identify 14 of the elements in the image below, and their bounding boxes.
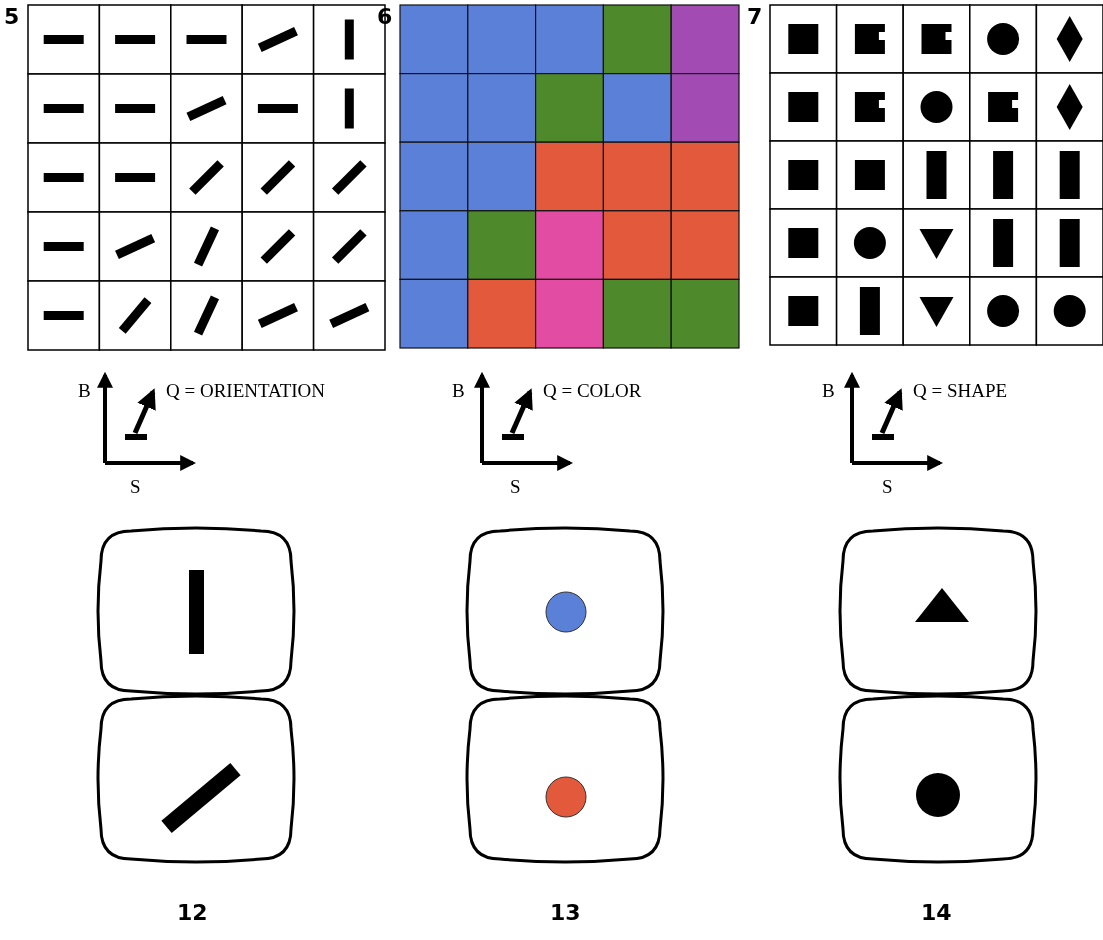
figure-number: 12 — [177, 902, 208, 924]
axis-label: B — [822, 381, 835, 400]
axis-label: B — [452, 381, 465, 400]
axis-label: S — [130, 477, 141, 496]
axis-label: Q = ORIENTATION — [166, 381, 326, 400]
axis-label: Q = COLOR — [543, 381, 642, 400]
axis-label: B — [78, 381, 91, 400]
axis-label: S — [882, 477, 893, 496]
axis-label: S — [510, 477, 521, 496]
figure-number: 13 — [550, 902, 581, 924]
figure-number: 5 — [4, 6, 20, 28]
figure-number: 14 — [921, 902, 952, 924]
axis-label: Q = SHAPE — [913, 381, 1008, 400]
figure-number: 7 — [747, 6, 763, 28]
